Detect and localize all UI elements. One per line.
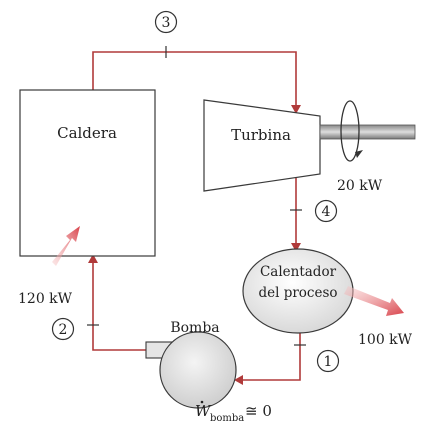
pump-work-approx: ≅ 0 [245, 402, 272, 420]
heat-in-label: 120 kW [18, 291, 73, 307]
rotation-arrow-icon [340, 100, 360, 162]
boiler-label: Caldera [57, 124, 117, 142]
state-1-label: 1 [324, 354, 333, 370]
turbine-shaft [319, 124, 416, 140]
heat-out-label: 100 kW [358, 332, 413, 348]
turbine-label: Turbina [231, 126, 291, 144]
pump: Bomba [145, 320, 237, 409]
arrow-into-boiler [88, 254, 98, 263]
state-4-marker: 4 [314, 199, 338, 223]
process-heater: Calentador del proceso [242, 248, 354, 334]
pipe-state-1 [236, 332, 301, 381]
state-2-marker: 2 [51, 317, 75, 341]
pipe-state-2 [92, 256, 146, 351]
pump-work-dot [200, 400, 204, 404]
piping [92, 51, 301, 381]
heat-out-arrow [344, 286, 404, 316]
heater-label-line2: del proceso [258, 285, 337, 301]
pump-work-label: W bomba ≅ 0 [195, 400, 272, 424]
state-4-label: 4 [322, 204, 331, 220]
state-3-label: 3 [162, 15, 171, 31]
state-ticks [87, 46, 306, 346]
pipe-state-3 [92, 51, 297, 112]
boiler-box [19, 89, 156, 257]
state-1-marker: 1 [316, 349, 340, 373]
state-2-label: 2 [59, 322, 68, 338]
flow-arrows [88, 105, 301, 385]
turbine: Turbina [203, 99, 416, 192]
heat-in-arrow [52, 226, 80, 266]
boiler: Caldera [19, 89, 156, 257]
pump-label: Bomba [170, 320, 219, 336]
arrow-into-heater [291, 243, 301, 252]
turbine-body [203, 99, 321, 192]
turbine-work-label: 20 kW [337, 178, 383, 194]
arrow-into-turbine [291, 105, 301, 114]
pump-work-subscript: bomba [210, 413, 244, 424]
arrow-into-pump [234, 375, 243, 385]
state-3-marker: 3 [154, 10, 178, 34]
pump-casing [159, 331, 237, 409]
pump-work-symbol: W [195, 402, 212, 420]
heater-label-line1: Calentador [260, 264, 337, 280]
